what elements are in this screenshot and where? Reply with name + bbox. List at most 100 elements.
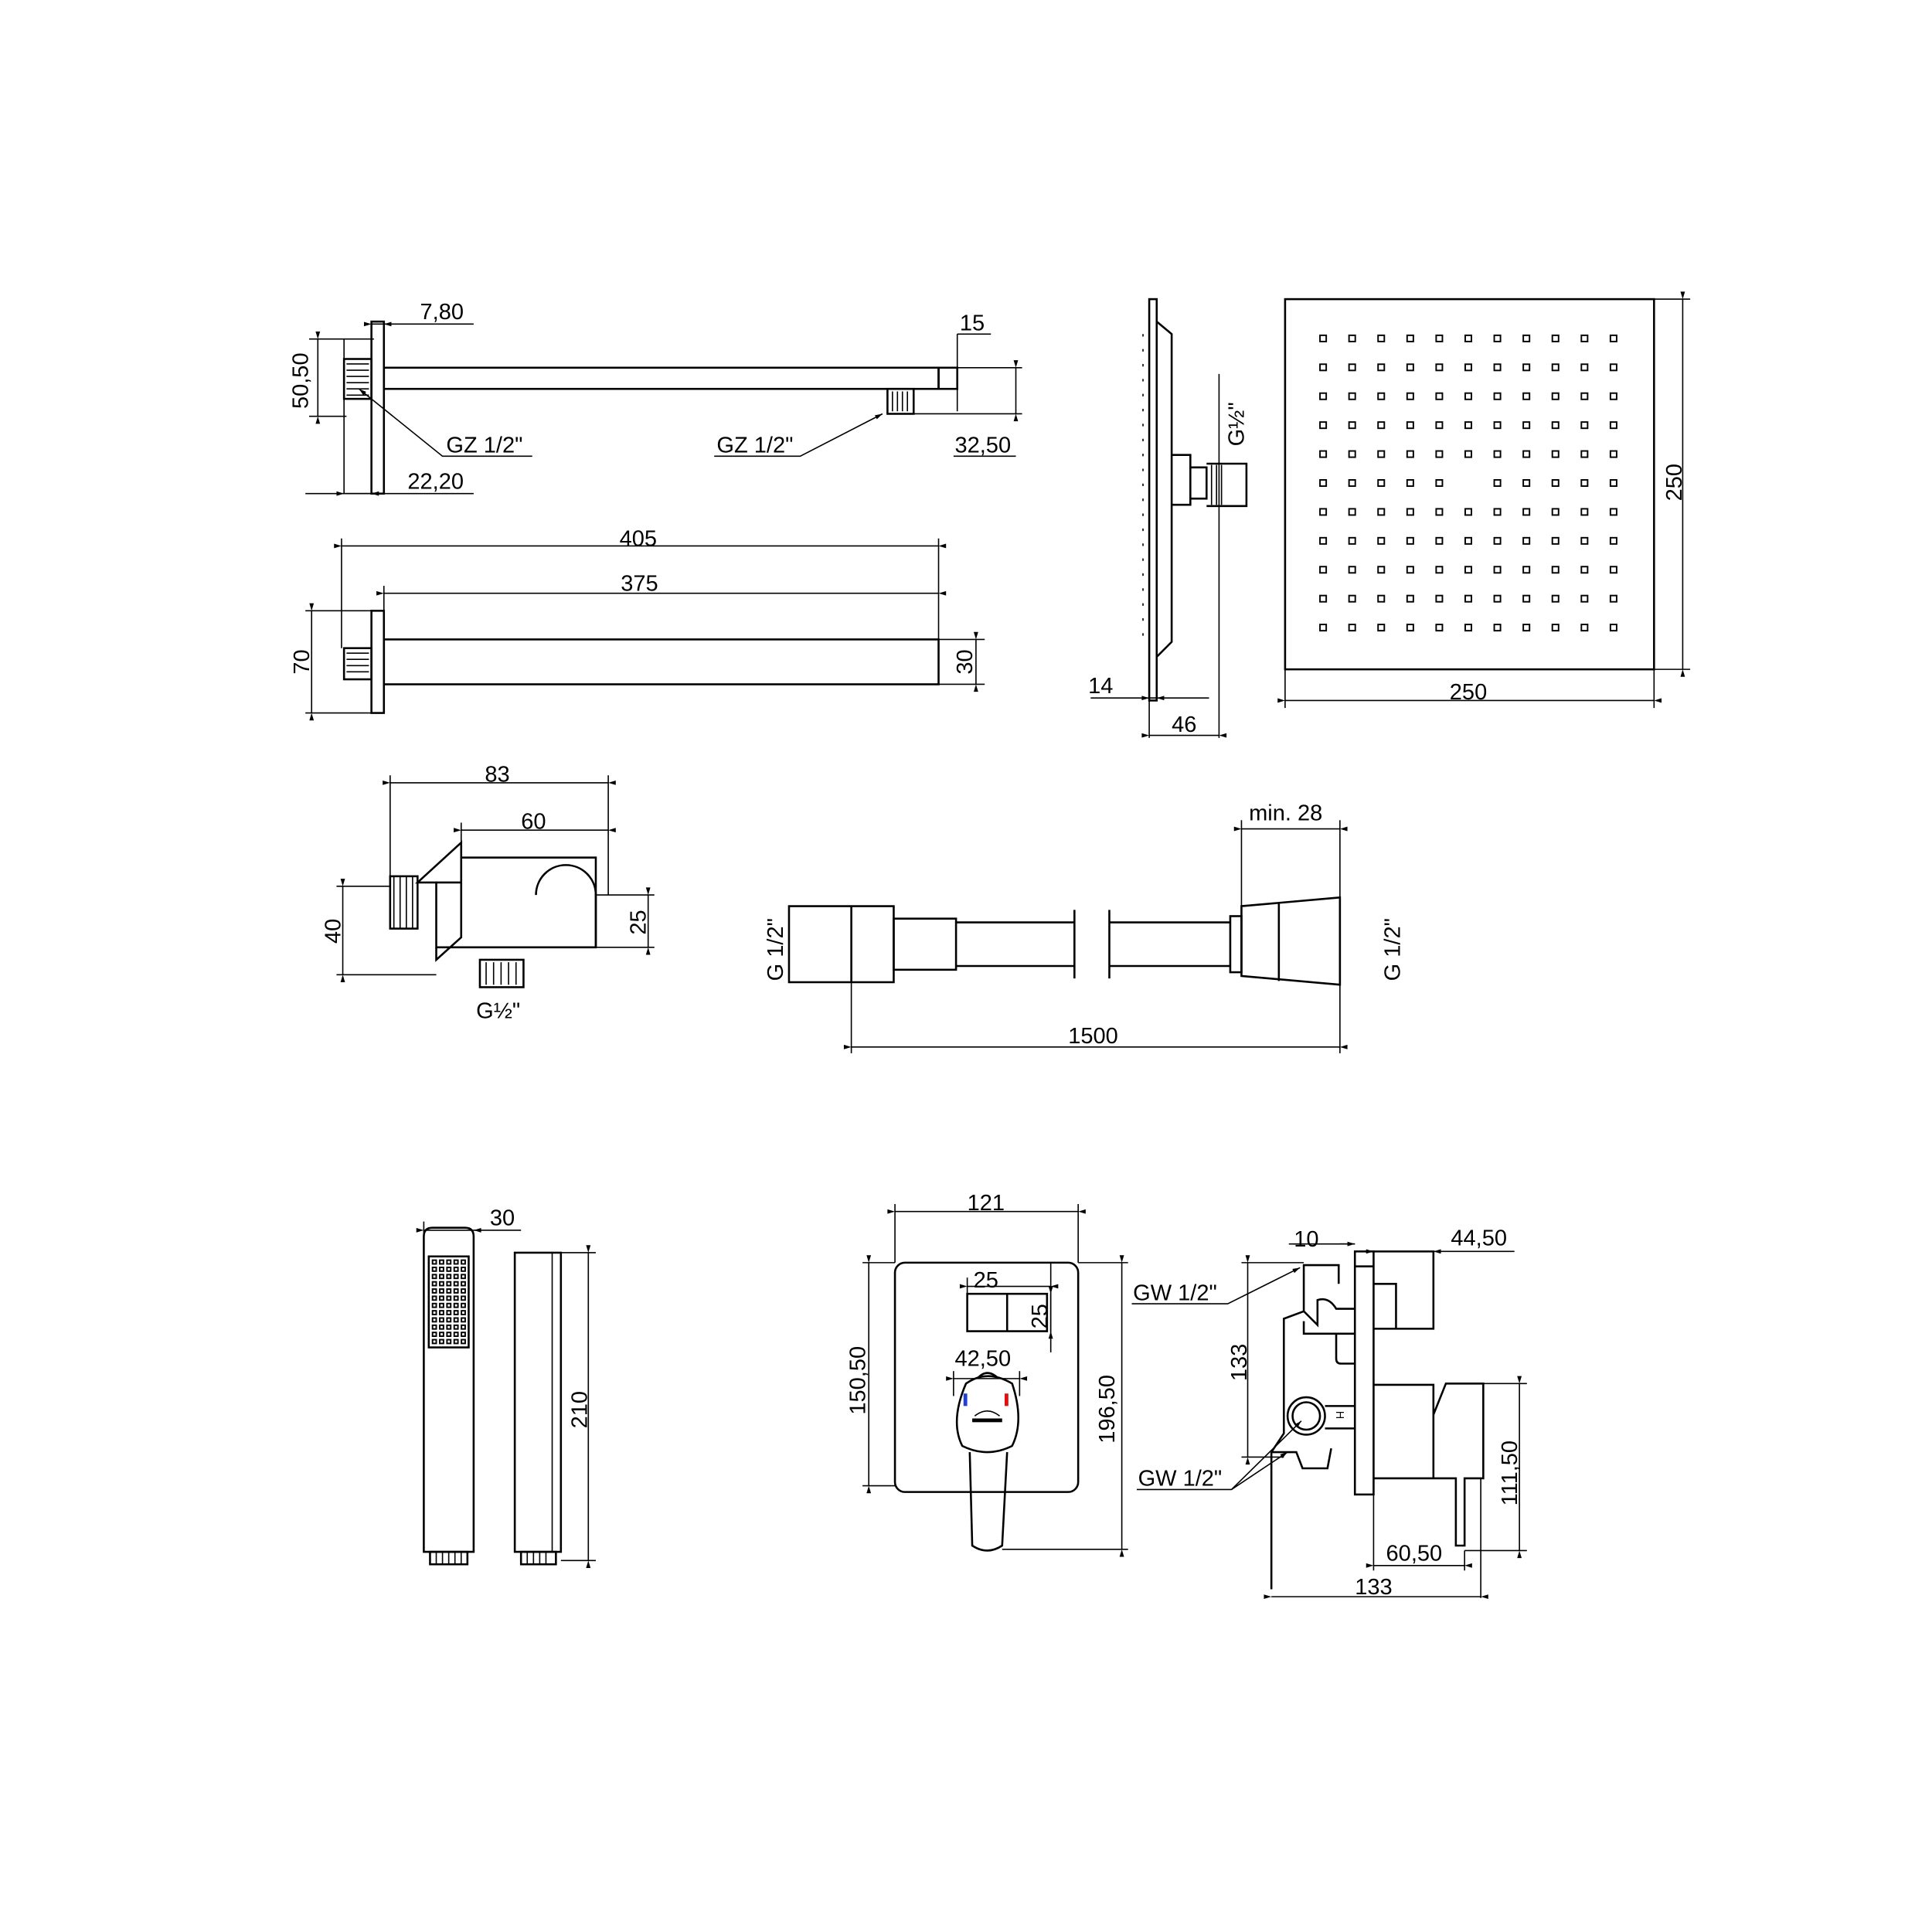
- spray-nozzle: [453, 1317, 459, 1323]
- spray-nozzle: [439, 1267, 444, 1272]
- nozzle: [1551, 594, 1560, 603]
- nozzle: [1406, 594, 1414, 603]
- nozzle: [1348, 566, 1356, 574]
- nozzle: [1319, 421, 1328, 430]
- dim-diverter-height: 25: [1028, 1304, 1053, 1328]
- spray-nozzle: [446, 1302, 452, 1308]
- spray-nozzle: [453, 1267, 459, 1272]
- spray-nozzle: [446, 1317, 452, 1323]
- nozzle: [1406, 392, 1414, 400]
- nozzle: [1435, 566, 1444, 574]
- nozzle: [1551, 536, 1560, 545]
- dim-outlet-body: 60: [521, 810, 546, 835]
- dim-handle-depth: 60,50: [1386, 1541, 1443, 1566]
- spray-nozzle: [453, 1338, 459, 1345]
- nozzle: [1435, 594, 1444, 603]
- spray-nozzle: [431, 1295, 437, 1301]
- nozzle: [1551, 421, 1560, 430]
- shower-arm-top-view: 7,80 50,50 22,20 GZ 1/2" GZ 1/2" 15 32,5…: [288, 300, 1022, 496]
- nozzle: [1493, 450, 1502, 458]
- dim-head-plate: 14: [1088, 674, 1113, 699]
- spray-nozzle: [446, 1259, 452, 1265]
- nozzle: [1493, 624, 1502, 632]
- nozzle: [1522, 566, 1531, 574]
- spray-nozzle: [431, 1302, 437, 1308]
- hot-mark: H: [1333, 1411, 1345, 1419]
- nozzle-grid: [1319, 334, 1617, 632]
- spray-nozzle: [431, 1267, 437, 1272]
- nozzle: [1522, 479, 1531, 487]
- dim-plate-height: 50,50: [288, 352, 313, 409]
- nozzle: [1522, 536, 1531, 545]
- spray-nozzle: [461, 1288, 466, 1294]
- dim-thread-depth: 22,20: [407, 469, 464, 494]
- nozzle: [1464, 392, 1472, 400]
- nozzle: [1319, 508, 1328, 516]
- dim-head-height: 250: [1662, 464, 1687, 501]
- nozzle: [1551, 624, 1560, 632]
- nozzle: [1348, 479, 1356, 487]
- spray-nozzle: [446, 1281, 452, 1287]
- nozzle: [1464, 334, 1472, 342]
- dim-plate-height: 150,50: [845, 1346, 870, 1415]
- label-hose-left-thread: G 1/2": [764, 918, 788, 981]
- nozzle: [1435, 479, 1444, 487]
- nozzle: [1522, 392, 1531, 400]
- dim-plate-depth: 10: [1294, 1227, 1318, 1252]
- spray-nozzle: [439, 1295, 444, 1301]
- spray-nozzle: [453, 1259, 459, 1265]
- spray-nozzle: [431, 1332, 437, 1337]
- nozzle: [1319, 479, 1328, 487]
- spray-nozzle: [431, 1281, 437, 1287]
- spray-nozzle: [446, 1332, 452, 1337]
- label-inlet-bottom: GW 1/2": [1138, 1467, 1223, 1492]
- spray-nozzle: [461, 1332, 466, 1337]
- dim-diverter-depth: 44,50: [1451, 1226, 1507, 1250]
- spray-nozzle: [453, 1332, 459, 1337]
- spray-nozzle: [446, 1310, 452, 1315]
- dim-plate-thickness: 7,80: [420, 300, 464, 325]
- nozzle: [1580, 624, 1589, 632]
- nozzle: [1319, 334, 1328, 342]
- spray-nozzle: [446, 1324, 452, 1330]
- nozzle: [1464, 566, 1472, 574]
- nozzle: [1551, 392, 1560, 400]
- dim-arm-height: 30: [953, 649, 978, 674]
- dim-handle-width: 42,50: [954, 1347, 1011, 1372]
- dim-head-width: 250: [1450, 680, 1487, 705]
- nozzle: [1348, 392, 1356, 400]
- nozzle: [1406, 508, 1414, 516]
- label-head-thread: G½": [1225, 402, 1250, 446]
- nozzle: [1493, 479, 1502, 487]
- nozzle: [1406, 363, 1414, 372]
- nozzle: [1319, 594, 1328, 603]
- nozzle: [1580, 594, 1589, 603]
- nozzle: [1348, 450, 1356, 458]
- nozzle: [1377, 450, 1386, 458]
- nozzle: [1319, 450, 1328, 458]
- dim-holder-height: 25: [626, 910, 651, 934]
- nozzle: [1493, 536, 1502, 545]
- dim-body-height: 133: [1227, 1344, 1252, 1381]
- cold-indicator: [963, 1393, 968, 1406]
- nozzle: [1435, 508, 1444, 516]
- brand-logo: [972, 1418, 1002, 1423]
- nozzle: [1464, 508, 1472, 516]
- nozzle: [1609, 450, 1617, 458]
- spray-nozzle: [446, 1288, 452, 1294]
- spray-nozzle: [461, 1295, 466, 1301]
- spray-nozzle: [439, 1281, 444, 1287]
- nozzle: [1319, 363, 1328, 372]
- nozzle: [1464, 363, 1472, 372]
- spray-nozzle: [453, 1281, 459, 1287]
- nozzle: [1580, 363, 1589, 372]
- spray-nozzle: [461, 1324, 466, 1330]
- nozzle: [1580, 536, 1589, 545]
- nozzle: [1348, 363, 1356, 372]
- spray-nozzle: [439, 1338, 444, 1345]
- nozzle: [1609, 508, 1617, 516]
- spray-nozzle: [453, 1274, 459, 1280]
- nozzle: [1609, 479, 1617, 487]
- hot-indicator: [1005, 1393, 1009, 1406]
